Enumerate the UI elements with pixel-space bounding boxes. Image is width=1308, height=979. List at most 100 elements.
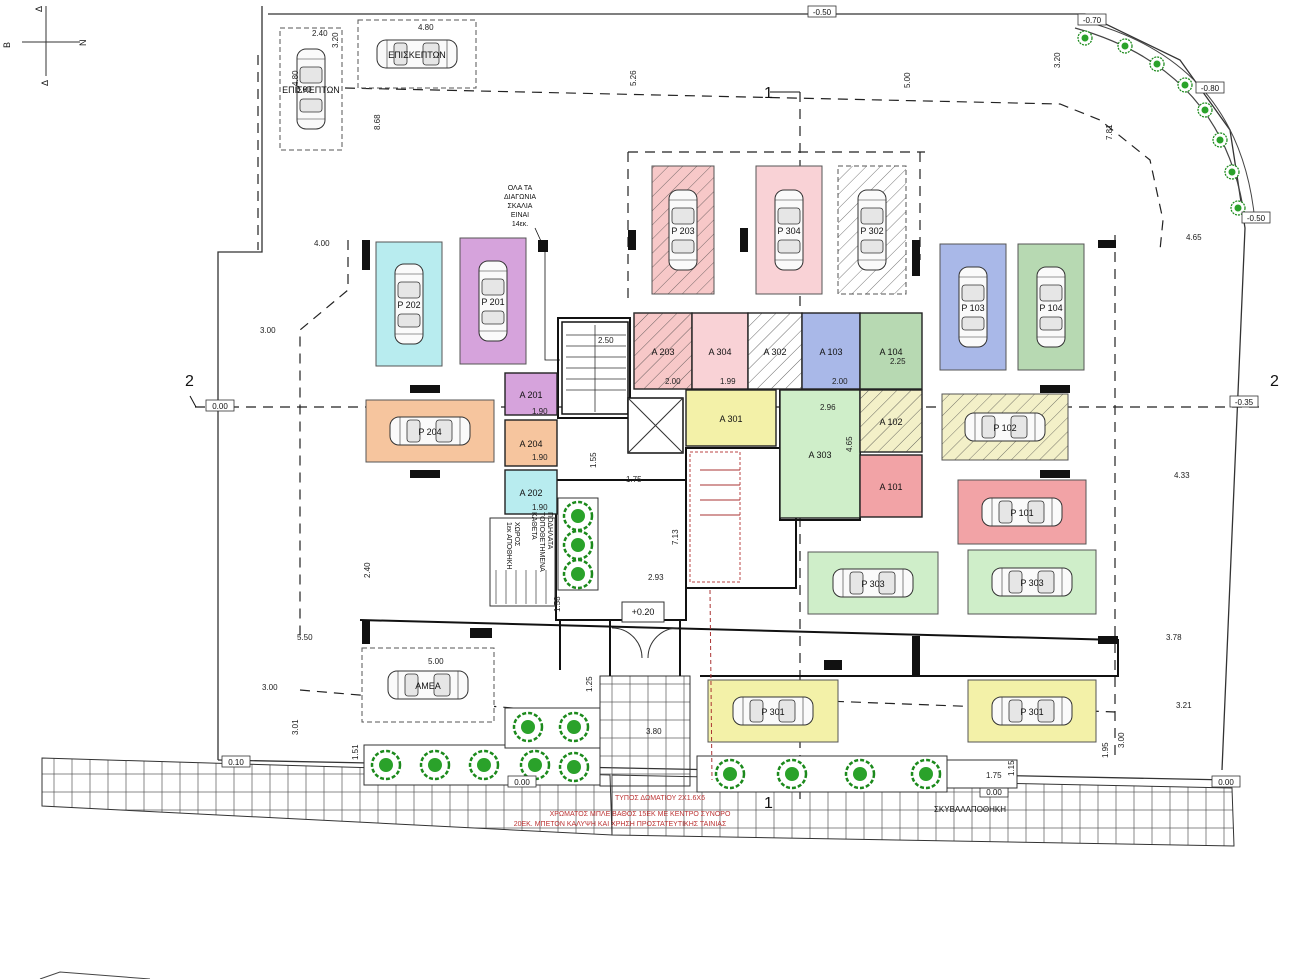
svg-text:-0.80: -0.80 xyxy=(1201,84,1220,93)
columns xyxy=(362,228,1118,676)
parking-bay-label: P 102 xyxy=(993,423,1016,433)
parking-bay-label: P 203 xyxy=(671,226,694,236)
parking-bay-label: P 201 xyxy=(481,297,504,307)
compass-d-label: Δ xyxy=(40,80,50,86)
parking-bay: P 202 xyxy=(375,241,443,367)
svg-text:0.00: 0.00 xyxy=(514,778,530,787)
dimension-label: 1.99 xyxy=(720,377,736,386)
section-markers: 1 1 2 2 xyxy=(185,85,1279,812)
parking-bay-label: ΕΠΙΣΚΕΠΤΩΝ xyxy=(388,50,446,60)
storage-room-label: A 104 xyxy=(879,347,902,357)
storage-room-label-2: ΧΩΡΟΣ xyxy=(513,522,520,547)
parking-bay-label: P 304 xyxy=(777,226,800,236)
storage-room-label: A 203 xyxy=(651,347,674,357)
storage-room-label: A 304 xyxy=(708,347,731,357)
svg-text:ΔΙΑΓΩΝΙΑ: ΔΙΑΓΩΝΙΑ xyxy=(504,194,536,201)
dimension-label: 5.00 xyxy=(428,657,444,666)
dimension-label: 4.65 xyxy=(1186,233,1202,242)
dimension-label: 2.93 xyxy=(648,573,664,582)
level-tag: 0.10 xyxy=(221,755,251,768)
parking-bay-label: P 301 xyxy=(761,707,784,717)
parking-bay-label: P 101 xyxy=(1010,508,1033,518)
storage-room: A 302 xyxy=(747,312,803,390)
storage-room: A 202 xyxy=(504,469,558,515)
dimension-label: 2.00 xyxy=(832,377,848,386)
storage-room-label: A 103 xyxy=(819,347,842,357)
svg-text:20ΕΚ. ΜΠΕΤΟΝ ΚΑΛΥΨΗ ΚΑΙ ΧΡΗΣΗ: 20ΕΚ. ΜΠΕΤΟΝ ΚΑΛΥΨΗ ΚΑΙ ΧΡΗΣΗ ΠΡΟΣΤΑΤΕΥΤ… xyxy=(514,821,727,828)
svg-text:ΕΙΝΑΙ: ΕΙΝΑΙ xyxy=(511,212,529,219)
parking-bay: P 303 xyxy=(807,551,939,615)
dimension-label: 4.65 xyxy=(845,436,854,452)
level-tag: -0.50 xyxy=(807,5,837,18)
storage-room: A 102 xyxy=(859,389,923,453)
footnotes: ΤΥΠΟΣ ΔΩΜΑΤΙΟΥ 2Χ1.6Χ6 ΧΡΩΜΑΤΟΣ ΜΠΛΕ ΒΑΘ… xyxy=(514,795,731,828)
dimension-label: 5.00 xyxy=(903,72,912,88)
level-tags: -0.50 -0.70 -0.80 -0.50 0.00 -0.35 0.10 0.00 0.0… xyxy=(205,5,1271,798)
dimension-label: 3.80 xyxy=(646,727,662,736)
dimension-label: 4.33 xyxy=(1174,471,1190,480)
svg-text:0.00: 0.00 xyxy=(1218,778,1234,787)
building-walls xyxy=(359,317,1119,677)
dimension-label: 2.50 xyxy=(598,336,614,345)
section-1b-label: 1 xyxy=(764,795,773,812)
storage-room-label: A 301 xyxy=(719,414,742,424)
parking-bay: P 304 xyxy=(755,165,823,295)
storage-room: A 201 xyxy=(504,372,558,416)
dimension-label: 1.51 xyxy=(351,744,360,760)
compass-n-label: N xyxy=(78,40,88,47)
svg-text:-0.50: -0.50 xyxy=(1247,214,1266,223)
storage-room: A 304 xyxy=(691,312,749,390)
level-tag: 0.00 xyxy=(507,775,537,788)
svg-text:ΣΚΑΛΙΑ: ΣΚΑΛΙΑ xyxy=(508,203,533,210)
dimension-label: 3.00 xyxy=(296,85,312,94)
bin-store: ΣΚΥΒΑΛΑΠΟΘΗΚΗ xyxy=(934,759,1018,814)
svg-text:0.00: 0.00 xyxy=(986,788,1002,797)
dimension-label: 5.26 xyxy=(629,70,638,86)
dimension-label: 1.90 xyxy=(532,503,548,512)
parking-bay: ΕΠΙΣΚΕΠΤΩΝ xyxy=(279,27,343,151)
level-tag: -0.80 xyxy=(1195,81,1225,94)
bike-storage-label-3: ΚΑΘΕΤΑ xyxy=(530,512,537,540)
parking-bay-label: P 104 xyxy=(1039,303,1062,313)
storage-room: A 301 xyxy=(685,389,777,447)
parking-bay: P 204 xyxy=(365,399,495,463)
bin-store-label: ΣΚΥΒΑΛΑΠΟΘΗΚΗ xyxy=(934,805,1006,814)
parking-bay-label: P 103 xyxy=(961,303,984,313)
parking-bay: P 302 xyxy=(837,165,907,295)
parking-bay-label: P 302 xyxy=(860,226,883,236)
svg-text:ΧΡΩΜΑΤΟΣ ΜΠΛΕ ΒΑΘΟΣ 15ΕΚ ΜΕ ΚΕ: ΧΡΩΜΑΤΟΣ ΜΠΛΕ ΒΑΘΟΣ 15ΕΚ ΜΕ ΚΕΝΤΡΟ ΣΥΝΟΡ… xyxy=(550,811,731,818)
dimension-label: 1.90 xyxy=(532,407,548,416)
section-2-label: 2 xyxy=(185,373,194,390)
svg-text:0.10: 0.10 xyxy=(228,758,244,767)
dimension-label: 2.00 xyxy=(665,377,681,386)
dimension-label: 1.95 xyxy=(1101,742,1110,758)
parking-bay-label: P 301 xyxy=(1020,707,1043,717)
svg-text:-0.70: -0.70 xyxy=(1083,16,1102,25)
svg-text:ΤΥΠΟΣ ΔΩΜΑΤΙΟΥ 2Χ1.6Χ6: ΤΥΠΟΣ ΔΩΜΑΤΙΟΥ 2Χ1.6Χ6 xyxy=(615,795,705,802)
parking-bay-label: ΕΠΙΣΚΕΠΤΩΝ xyxy=(282,85,340,95)
dimension-label: 4.80 xyxy=(291,70,300,86)
level-tag: -0.50 xyxy=(1241,211,1271,224)
dimension-label: 1.15 xyxy=(1007,760,1016,776)
dimension-label: 1.75 xyxy=(626,475,642,484)
level-tag: -0.70 xyxy=(1077,13,1107,26)
storage-room: A 101 xyxy=(859,454,923,518)
parking-bay: P 203 xyxy=(651,165,715,295)
svg-text:-0.35: -0.35 xyxy=(1235,398,1254,407)
stairs-note: ΟΛΑ ΤΑ ΔΙΑΓΩΝΙΑ ΣΚΑΛΙΑ ΕΙΝΑΙ 14εκ. xyxy=(504,185,560,361)
dimension-label: 3.21 xyxy=(1176,701,1192,710)
parking-bay-label: P 202 xyxy=(397,300,420,310)
dimension-label: 1.55 xyxy=(589,452,598,468)
dimension-label: 1.58 xyxy=(553,596,562,612)
section-1-label: 1 xyxy=(764,85,773,102)
storage-room: A 204 xyxy=(504,419,558,467)
parking-bay-label: P 303 xyxy=(861,579,884,589)
dimension-label: 4.80 xyxy=(418,23,434,32)
dimension-label: 4.00 xyxy=(314,239,330,248)
entrance: +0.20 xyxy=(611,601,679,659)
storage-room: A 303 xyxy=(779,389,861,519)
planters xyxy=(363,497,948,793)
parking-bay: P 301 xyxy=(967,679,1097,743)
